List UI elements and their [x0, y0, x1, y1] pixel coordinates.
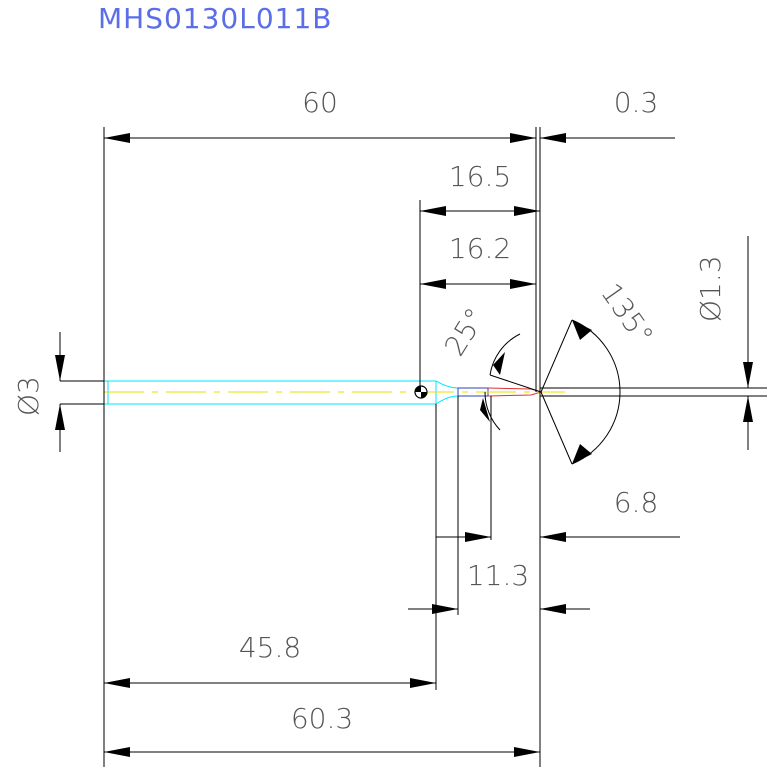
tool-body [103, 380, 565, 405]
dim-16-2-label: 16.2 [449, 232, 511, 265]
dim-0-3: 0.3 [540, 86, 675, 143]
angle-135-label: 135° [594, 277, 660, 351]
dim-16-2: 16.2 [420, 232, 536, 289]
dim-16-5: 16.5 [420, 160, 540, 216]
dim-60-label: 60 [302, 86, 338, 119]
angle-25-label: 25° [438, 302, 492, 362]
dim-45-8-label: 45.8 [239, 631, 301, 664]
dim-60-3: 60.3 [104, 702, 540, 757]
dim-45-8: 45.8 [104, 631, 436, 688]
dim-16-5-label: 16.5 [449, 160, 511, 193]
dim-dia-3-label: Ø3 [12, 376, 45, 416]
dim-dia-3: Ø3 [12, 332, 65, 452]
dim-60-3-label: 60.3 [291, 702, 353, 735]
dim-11-3-label: 11.3 [467, 559, 529, 592]
dim-dia-1-3: Ø1.3 [694, 236, 753, 450]
dim-6-8: 6.8 [436, 486, 680, 542]
angle-135: 135° [540, 277, 660, 465]
dim-0-3-label: 0.3 [614, 86, 659, 119]
extension-lines [60, 127, 767, 767]
angle-25: 25° [438, 302, 542, 431]
dim-dia-1-3-label: Ø1.3 [694, 255, 727, 322]
dim-60: 60 [104, 86, 536, 143]
part-number-title: MHS0130L011B [98, 2, 333, 35]
dim-11-3: 11.3 [408, 559, 590, 614]
gauge-point-fill [415, 386, 427, 398]
dim-6-8-label: 6.8 [614, 486, 659, 519]
